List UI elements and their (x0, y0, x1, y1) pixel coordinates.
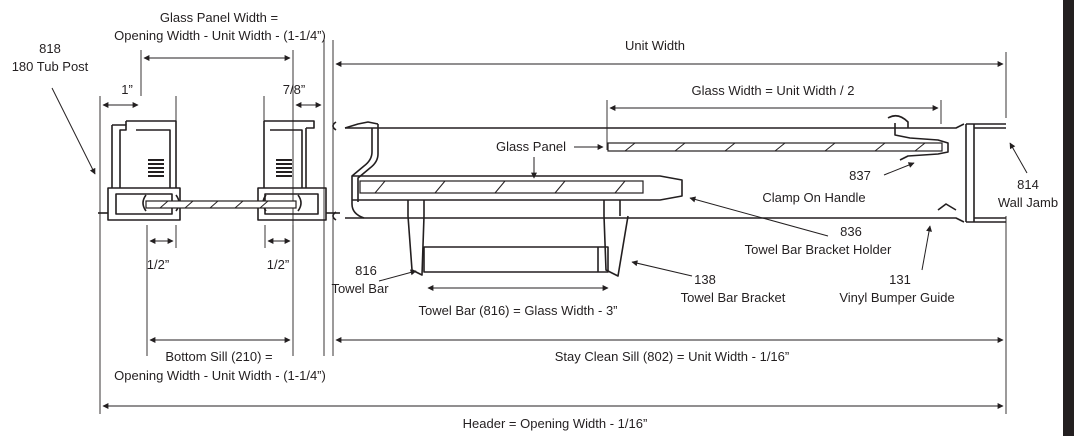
towel-bar-number: 816 (355, 263, 377, 278)
glass-panel-width-label-line2: Opening Width - Unit Width - (1-1/4”) (114, 28, 326, 43)
wall-jamb-name: Wall Jamb (998, 195, 1058, 210)
vinyl-bumper-name: Vinyl Bumper Guide (839, 290, 954, 305)
right-edge-bar (1063, 0, 1074, 436)
towel-bar (423, 246, 609, 273)
towel-bar-bracket-holder-number: 836 (840, 224, 862, 239)
glass-panel (607, 142, 943, 152)
glass-width-label: Glass Width = Unit Width / 2 (692, 83, 855, 98)
towel-bar-bracket-name: Towel Bar Bracket (681, 290, 786, 305)
vinyl-bumper-number: 131 (889, 272, 911, 287)
towel-bar-name: Towel Bar (331, 281, 389, 296)
towel-bar-formula: Towel Bar (816) = Glass Width - 3” (418, 303, 617, 318)
vinyl-bumper-guide (940, 123, 965, 223)
unit-width-label: Unit Width (625, 38, 685, 53)
tub-post-profile (107, 120, 327, 221)
bottom-sill-label-line1: Bottom Sill (210) = (165, 349, 272, 364)
stay-clean-sill-label: Stay Clean Sill (802) = Unit Width - 1/1… (555, 349, 789, 364)
labels: Glass Panel Width = Opening Width - Unit… (12, 10, 1058, 431)
half-inch-right-label: 1/2” (267, 257, 289, 272)
header-label: Header = Opening Width - 1/16” (463, 416, 648, 431)
towel-bar-bracket-left (407, 215, 425, 276)
glass-panel-label: Glass Panel (496, 139, 566, 154)
towel-bar-bracket-number: 138 (694, 272, 716, 287)
front-glass-panel (359, 180, 644, 194)
track-rails (98, 121, 940, 221)
sliding-glass-panels (352, 114, 1006, 223)
dimension-lines (102, 55, 1004, 409)
one-inch-label: 1” (121, 82, 133, 97)
tub-post-name: 180 Tub Post (12, 59, 89, 74)
clamp-number: 837 (849, 168, 871, 183)
clamp-on-handle (894, 123, 949, 161)
clamp-name: Clamp On Handle (762, 190, 865, 205)
wall-jamb-number: 814 (1017, 177, 1039, 192)
towel-bar-bracket-holder (407, 200, 621, 216)
seven-eighths-label: 7/8” (283, 82, 305, 97)
towel-bar-bracket-holder-name: Towel Bar Bracket Holder (745, 242, 892, 257)
glass-panel-width-label-line1: Glass Panel Width = (160, 10, 278, 25)
towel-bar-assembly (407, 215, 629, 277)
bottom-sill-label-line2: Opening Width - Unit Width - (1-1/4”) (114, 368, 326, 383)
towel-bar-bracket (603, 215, 629, 277)
wall-jamb (965, 123, 1006, 223)
half-inch-left-label: 1/2” (147, 257, 169, 272)
leader-lines (51, 87, 1028, 282)
tub-post-number: 818 (39, 41, 61, 56)
